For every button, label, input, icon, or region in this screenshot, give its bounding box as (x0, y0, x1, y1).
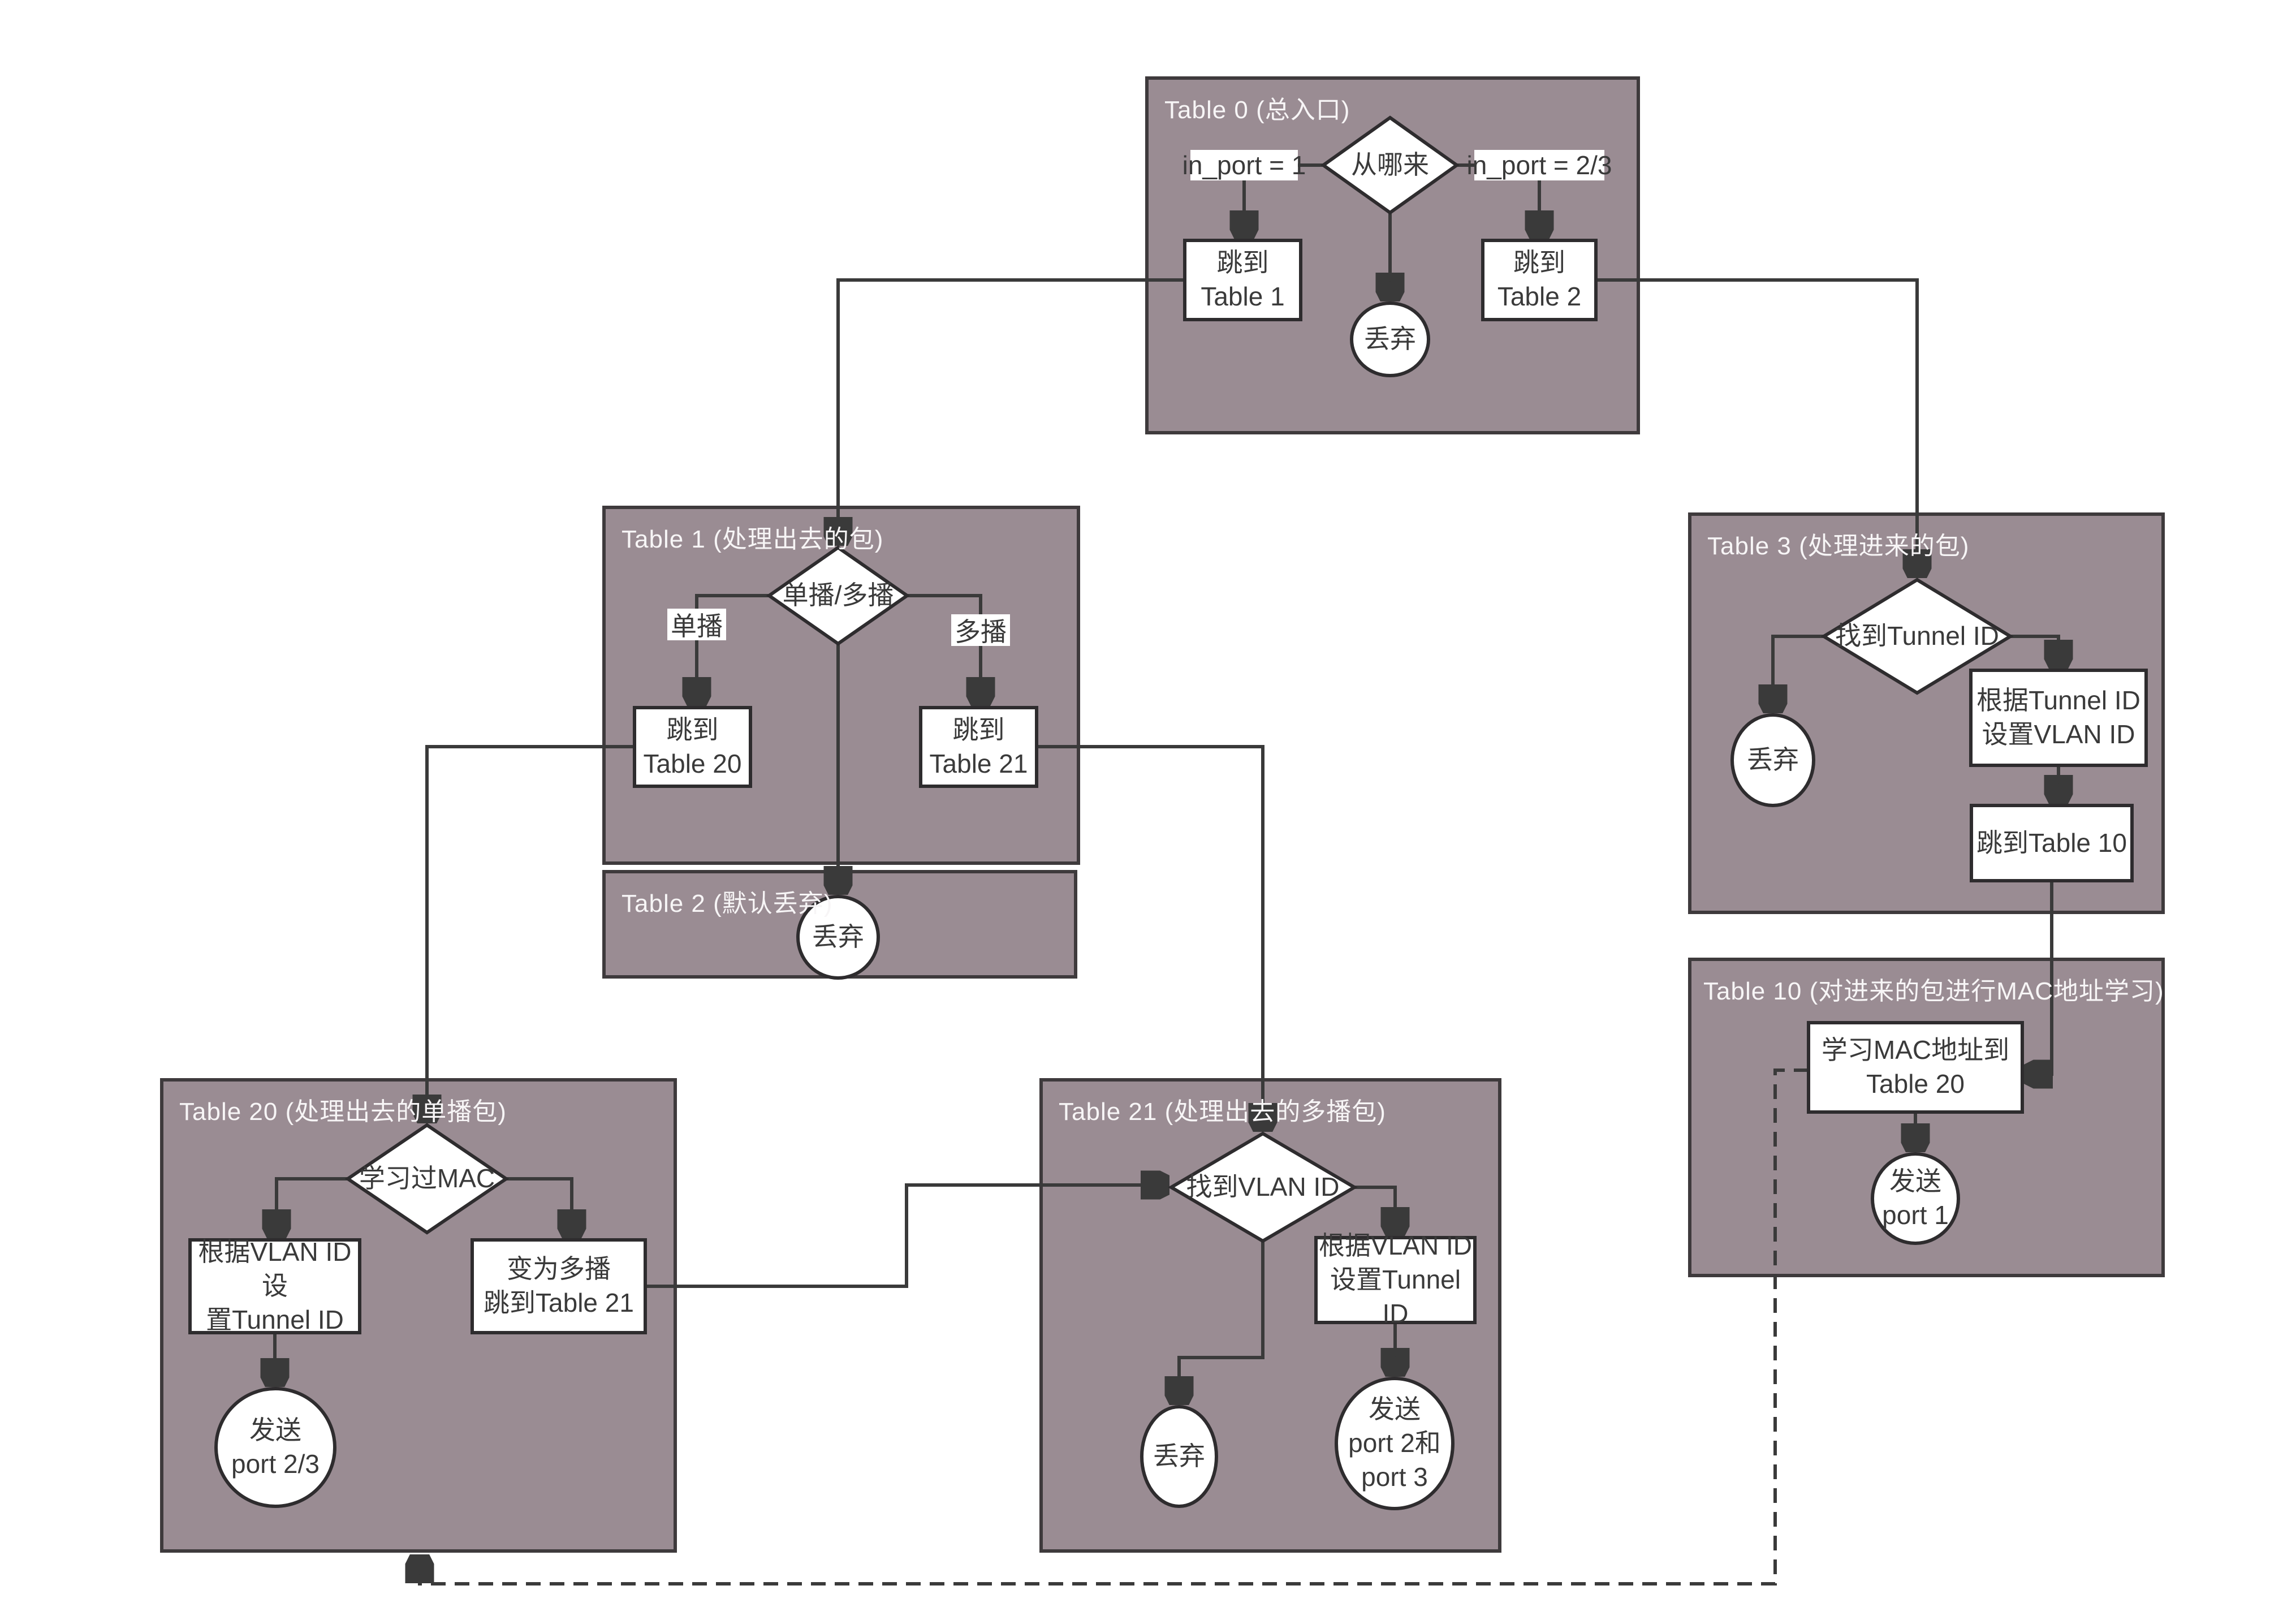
edge-maclearned-to-multicast (506, 1177, 572, 1235)
edge-multicast-to-table21 (645, 1185, 1167, 1288)
box-set-tunnel21-shape (1314, 1236, 1477, 1324)
edge-unimulti-to-gotot21 (907, 594, 981, 703)
decision-tunnel-id-found: 找到Tunnel ID (1835, 621, 1999, 651)
edge-learnmac-to-table20-feedback (420, 1068, 1809, 1585)
edge-gotot1-to-table1 (838, 278, 1185, 543)
terminal-send-port23: 发送 port 2/3 (231, 1415, 320, 1479)
circle-drop-t21-shape (1140, 1405, 1218, 1508)
process-goto-table-2: 跳到 Table 2 (1497, 248, 1582, 311)
decision-vlan-id-found: 找到VLAN ID (1186, 1172, 1340, 1202)
circle-drop-t3-shape (1730, 713, 1815, 807)
edge-vlanfound-to-drop-t21 (1179, 1241, 1264, 1402)
table-2-title: Table 2 (默认丢弃) (622, 890, 833, 917)
edge-label-unicast: 单播 (667, 609, 726, 641)
circle-send-port23-shape (214, 1387, 336, 1508)
process-set-vlan-by-tunnel: 根据Tunnel ID 设置VLAN ID (1976, 686, 2140, 749)
box-goto-table20-shape (633, 706, 752, 788)
process-become-multicast: 变为多播 跳到Table 21 (484, 1254, 634, 1317)
diamond-tunnel-id-found-shape (1820, 578, 2014, 695)
diamond-unicast-multicast-shape (766, 545, 910, 646)
box-set-vlan-shape (1969, 669, 2148, 767)
table-0-title: Table 0 (总入口) (1164, 96, 1350, 124)
table-3-title: Table 3 (处理进来的包) (1707, 532, 1970, 560)
terminal-drop-table3: 丢弃 (1747, 745, 1799, 775)
edge-unimulti-to-gotot20 (697, 594, 769, 703)
diamond-vlan-id-found-shape (1168, 1131, 1358, 1243)
process-goto-table-1: 跳到 Table 1 (1201, 248, 1285, 311)
terminal-drop-table2: 丢弃 (812, 922, 864, 952)
process-goto-table-20: 跳到 Table 20 (643, 714, 742, 778)
edge-label-in-port-1: in_port = 1 (1182, 150, 1306, 180)
circle-send-port1-shape (1871, 1152, 1960, 1245)
table-21-title: Table 21 (处理出去的多播包) (1059, 1098, 1386, 1126)
edge-label-multicast: 多播 (951, 614, 1010, 647)
box-learn-mac-shape (1807, 1021, 2024, 1114)
diamond-packet-origin-shape (1320, 115, 1460, 215)
edge-tunnelfound-to-setvlan (2010, 635, 2058, 666)
diamond-mac-learned-shape (344, 1123, 510, 1235)
edge-label-in-port-23: in_port = 2/3 (1466, 150, 1612, 180)
edge-gotot20-to-table20 (427, 745, 635, 1121)
process-set-tunnel-by-vlan-21: 根据VLAN ID 设置Tunnel ID (1319, 1231, 1472, 1328)
box-goto-table21-shape (919, 706, 1038, 788)
circle-drop-t0-shape (1350, 301, 1430, 377)
table-10-title: Table 10 (对进来的包进行MAC地址学习) (1703, 977, 2164, 1005)
box-goto-table2-shape (1481, 239, 1598, 321)
terminal-send-port1: 发送 port 1 (1882, 1166, 1949, 1230)
decision-unicast-multicast: 单播/多播 (782, 580, 894, 610)
terminal-drop-table0: 丢弃 (1364, 324, 1416, 354)
circle-send-p2-p3-shape (1335, 1377, 1455, 1510)
edge-maclearned-to-settunnel (277, 1177, 348, 1235)
box-to-multicast-shape (471, 1238, 647, 1334)
process-goto-table-10: 跳到Table 10 (1976, 828, 2127, 858)
decision-mac-learned: 学习过MAC (359, 1164, 495, 1194)
edge-gotot10-to-learnmac (2027, 881, 2053, 1074)
terminal-drop-table21: 丢弃 (1153, 1441, 1205, 1471)
edge-vlanfound-to-settunnel21 (1354, 1186, 1395, 1233)
box-goto-table1-shape (1183, 239, 1302, 321)
process-learn-mac-to-table20: 学习MAC地址到 Table 20 (1821, 1035, 2010, 1098)
table-20-title: Table 20 (处理出去的单播包) (179, 1098, 507, 1126)
edge-tunnelfound-to-drop (1773, 635, 1824, 710)
circle-drop-t2-shape (796, 895, 880, 980)
edge-gotot2-to-table3 (1596, 278, 1917, 575)
edge-gotot21-to-table21 (1037, 745, 1263, 1129)
process-set-tunnel-by-vlan: 根据VLAN ID设 置Tunnel ID (198, 1237, 352, 1334)
box-goto-table10-shape (1970, 804, 2134, 882)
terminal-send-port2-and-3: 发送 port 2和 port 3 (1348, 1394, 1441, 1492)
box-set-tunnel20-shape (188, 1238, 361, 1334)
decision-packet-origin: 从哪来 (1351, 150, 1429, 180)
process-goto-table-21: 跳到 Table 21 (929, 714, 1028, 778)
